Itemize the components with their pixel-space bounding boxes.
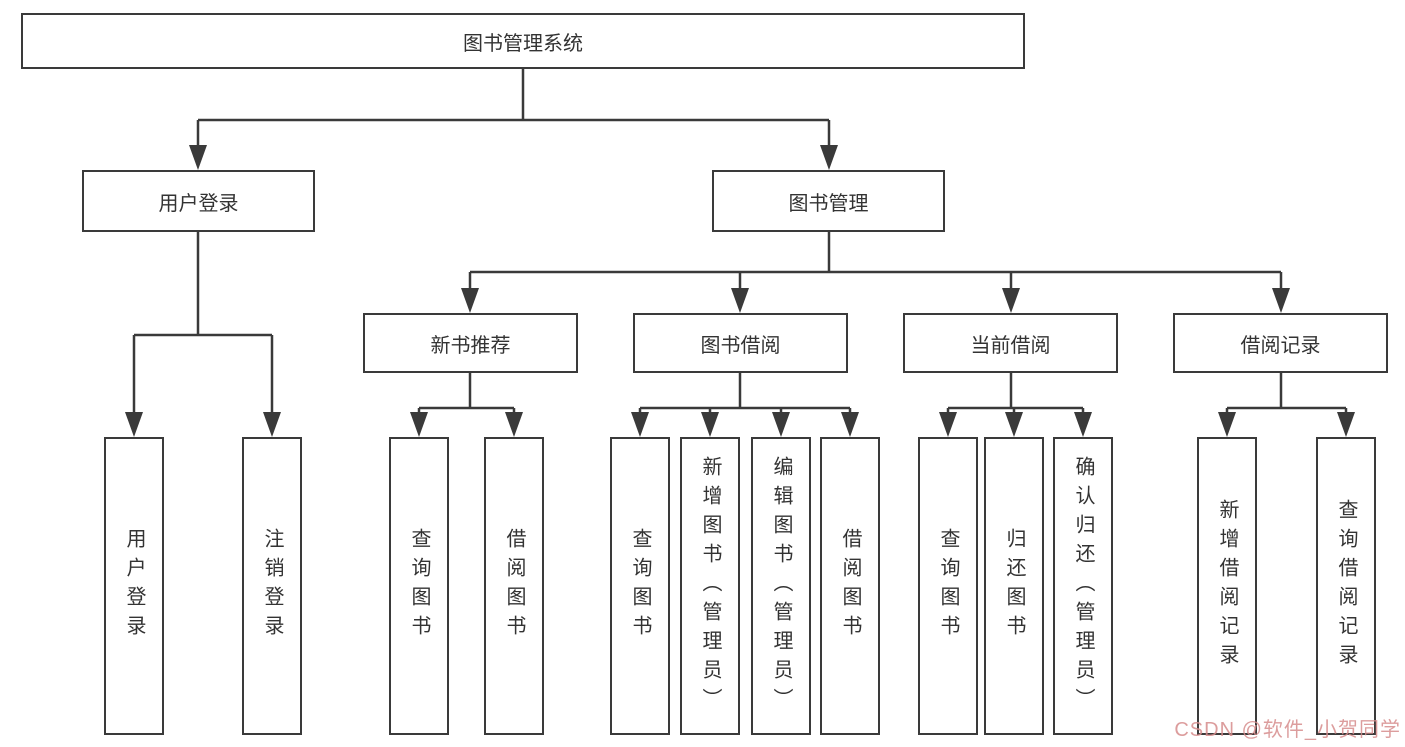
node-leaf-borrow-add-admin: 新增图书（管理员） <box>680 437 740 735</box>
node-leaf-current-return: 归还图书 <box>984 437 1044 735</box>
node-borrow-records-label: 借阅记录 <box>1240 334 1321 357</box>
node-leaf-current-confirm-admin: 确认归还（管理员） <box>1053 437 1113 735</box>
node-current-borrow: 当前借阅 <box>903 313 1118 373</box>
csdn-watermark: CSDN @软件_小贺同学 <box>1174 719 1401 741</box>
node-book-borrow-label: 图书借阅 <box>700 334 781 357</box>
node-new-book-recommend-label: 新书推荐 <box>430 334 511 357</box>
node-current-borrow-label: 当前借阅 <box>970 334 1051 357</box>
node-leaf-borrow-edit-admin: 编辑图书（管理员） <box>751 437 811 735</box>
arrowheads <box>125 145 1355 437</box>
node-new-book-recommend: 新书推荐 <box>363 313 578 373</box>
node-root: 图书管理系统 <box>21 13 1025 69</box>
node-leaf-current-query: 查询图书 <box>918 437 978 735</box>
node-book-borrow: 图书借阅 <box>633 313 848 373</box>
node-leaf-newbook-borrow: 借阅图书 <box>484 437 544 735</box>
node-book-management: 图书管理 <box>712 170 945 232</box>
node-leaf-logout: 注销登录 <box>242 437 302 735</box>
node-leaf-newbook-query: 查询图书 <box>389 437 449 735</box>
node-leaf-borrow-borrow: 借阅图书 <box>820 437 880 735</box>
node-leaf-borrow-query: 查询图书 <box>610 437 670 735</box>
node-root-label: 图书管理系统 <box>463 32 583 55</box>
node-book-management-label: 图书管理 <box>788 192 869 215</box>
node-leaf-records-add: 新增借阅记录 <box>1197 437 1257 735</box>
node-leaf-records-query: 查询借阅记录 <box>1316 437 1376 735</box>
node-leaf-user-login: 用户登录 <box>104 437 164 735</box>
node-user-login-label: 用户登录 <box>158 192 239 215</box>
node-borrow-records: 借阅记录 <box>1173 313 1388 373</box>
node-user-login: 用户登录 <box>82 170 315 232</box>
